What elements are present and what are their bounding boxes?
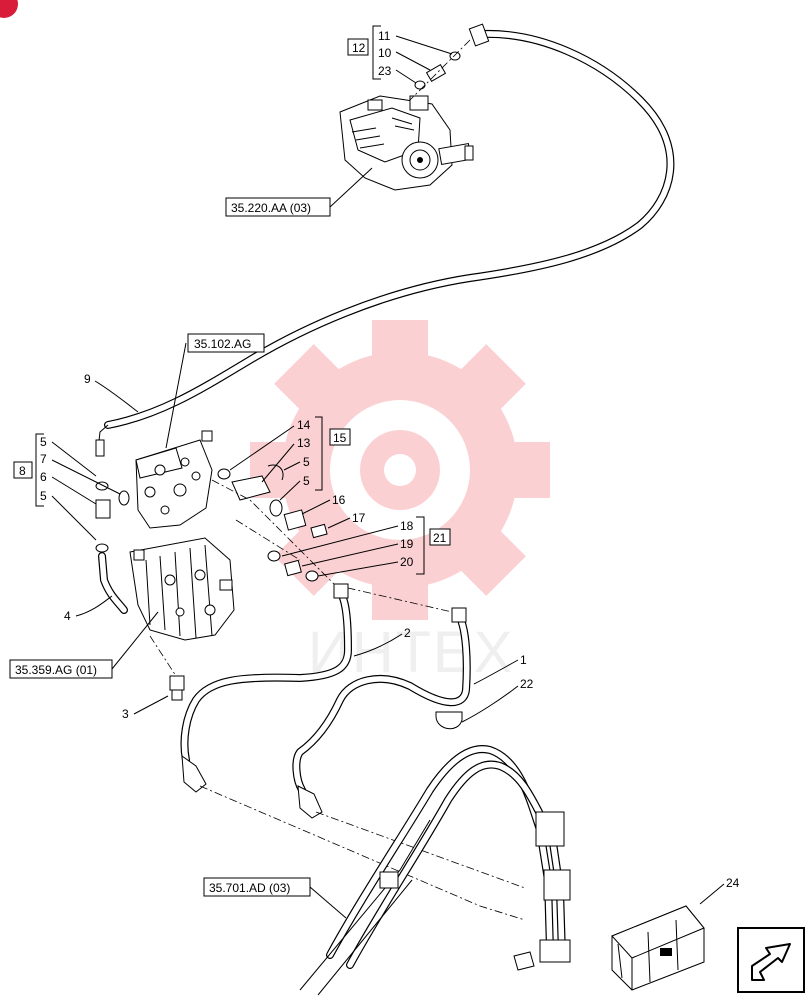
callout-4: 4 [64, 595, 113, 623]
callout-3-label: 3 [122, 707, 129, 721]
group-15-label: 15 [333, 431, 347, 445]
callout-20: 20 [400, 555, 414, 569]
loader-frame [299, 745, 571, 996]
corner-badge [0, 0, 18, 18]
ref-35-359-ag-label: 35.359.AG (01) [15, 663, 97, 677]
o-ring-11 [449, 51, 461, 61]
o-ring-5c [269, 499, 283, 517]
elbow-6 [95, 499, 111, 519]
hose-9 [95, 23, 675, 457]
callout-11: 11 [378, 29, 391, 43]
callout-8-6: 6 [40, 470, 47, 484]
view-direction-arrow-icon[interactable] [737, 927, 805, 993]
dashed-connections [199, 785, 526, 921]
group-12-label: 12 [352, 41, 366, 55]
callout-15-5a: 5 [303, 455, 310, 469]
callout-19: 19 [400, 537, 414, 551]
watermark-text: ИНТЕХ [308, 620, 514, 685]
ref-35-701-ad-label: 35.701.AD (03) [209, 881, 290, 895]
ref-box-35-701-ad[interactable]: 35.701.AD (03) [203, 877, 347, 919]
callout-16: 16 [332, 493, 346, 507]
group-8-label: 8 [19, 464, 26, 478]
callout-2-label: 2 [404, 626, 411, 640]
o-ring-5b [95, 543, 109, 553]
hose-1: 1 [292, 607, 527, 819]
valve-block [95, 430, 213, 614]
callout-18: 18 [400, 519, 414, 533]
o-ring-23 [414, 80, 426, 90]
kit-box-24: 24 [611, 876, 740, 991]
callout-15-5b: 5 [303, 474, 310, 488]
adapter-17 [310, 523, 328, 539]
ref-35-102-ag-label: 35.102.AG [194, 337, 251, 351]
o-ring-20 [305, 570, 319, 582]
ref-box-35-359-ag[interactable]: 35.359.AG (01) [9, 611, 159, 679]
callout-13: 13 [297, 436, 311, 450]
callout-8-7: 7 [40, 452, 47, 466]
callout-23: 23 [378, 64, 392, 78]
callout-8-5a: 5 [40, 435, 47, 449]
o-ring-14 [217, 468, 231, 480]
nut-16 [283, 509, 307, 531]
callout-9: 9 [84, 372, 139, 413]
callout-8-5b: 5 [40, 489, 47, 503]
callout-17: 17 [352, 511, 366, 525]
callout-group-8: 8 5 7 6 5 [13, 433, 121, 541]
callout-group-21: 18 19 20 21 [281, 516, 451, 577]
ref-box-35-220-aa[interactable]: 35.220.AA (03) [225, 167, 373, 217]
callout-4-label: 4 [64, 609, 71, 623]
callout-group-12: 12 11 10 23 [347, 25, 453, 84]
ref-35-220-aa-label: 35.220.AA (03) [231, 201, 311, 215]
o-ring-18 [267, 550, 281, 562]
clamp-22: 22 [435, 677, 534, 730]
callout-1-label: 1 [520, 653, 527, 667]
fitting-3: 3 [122, 635, 185, 721]
ref-box-35-102-ag[interactable]: 35.102.AG [165, 333, 265, 449]
callout-9-label: 9 [84, 372, 91, 386]
callout-14: 14 [297, 418, 311, 432]
adapter-19 [284, 559, 302, 577]
control-valve-stack [129, 537, 235, 641]
callout-group-15: 15 14 13 5 5 [229, 416, 351, 501]
watermark-gear-icon [250, 320, 550, 620]
fittings-right [211, 464, 453, 613]
callout-22-label: 22 [520, 677, 534, 691]
o-ring-5a [118, 490, 130, 506]
callout-16-17: 16 17 [301, 493, 366, 529]
callout-10: 10 [378, 46, 392, 60]
callout-24-label: 24 [726, 876, 740, 890]
adapter-10 [425, 63, 447, 83]
hose-2: 2 [180, 583, 411, 793]
watermark: ИНТЕХ [250, 320, 550, 685]
group-21-label: 21 [433, 531, 447, 545]
elbow-13 [231, 475, 271, 501]
pump-assembly [339, 39, 474, 191]
